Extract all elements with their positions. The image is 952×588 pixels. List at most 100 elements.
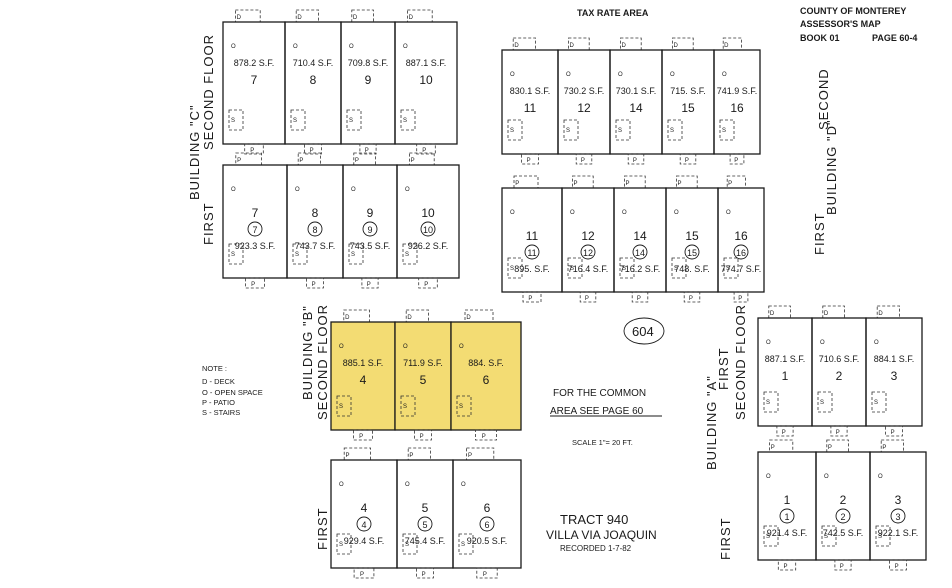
unit-square-footage: 920.5 S.F. <box>467 536 508 546</box>
building-a-label: BUILDING "A" <box>704 375 719 470</box>
unit-d2-bottom-box <box>521 153 539 165</box>
unit-number-circled: 15 <box>687 248 697 258</box>
unit-square-footage: 742.5 S.F. <box>823 528 864 538</box>
assessors-map-label: ASSESSOR'S MAP <box>800 19 881 29</box>
unit-a2-bottom-symbol: P <box>782 430 786 436</box>
unit-d1-top-symbol: P <box>573 181 577 187</box>
unit-c2-bottom-symbol: P <box>422 148 426 154</box>
map-number: 604 <box>632 324 654 339</box>
unit-d2-stairs-box <box>615 119 631 141</box>
building-a-first-lower-label: FIRST <box>718 517 733 560</box>
unit-d1-stairs-symbol: S <box>510 266 514 272</box>
unit-b2-open-symbol: O <box>459 344 464 350</box>
building-b-second-floor-label: SECOND FLOOR <box>315 304 330 420</box>
building-b-label: BUILDING "B" <box>300 305 315 400</box>
unit-square-footage: 711.9 S.F. <box>403 358 443 368</box>
unit-b1-open-symbol: O <box>405 482 410 488</box>
unit-number: 4 <box>361 501 368 515</box>
unit-number-circle <box>362 221 378 237</box>
unit-b1-stairs-symbol: S <box>339 542 343 548</box>
unit-c1-stairs-box <box>402 243 418 265</box>
building-b-first-label: FIRST <box>315 507 330 550</box>
unit-a2-top-symbol: D <box>824 311 829 317</box>
unit-c1-stairs-box <box>228 243 244 265</box>
unit-a2-top-symbol: D <box>770 311 775 317</box>
unit-c1-bottom-symbol: P <box>312 282 316 288</box>
unit-a1-stairs-box <box>875 525 891 547</box>
unit-number-circle <box>580 244 596 260</box>
unit-b1-stairs-box <box>336 533 352 555</box>
unit-square-footage: 716.2 S.F. <box>620 264 661 274</box>
unit-number-circle <box>835 508 851 524</box>
unit-number-circled: 5 <box>422 520 427 530</box>
unit-c1-7-outline <box>222 164 288 279</box>
unit-d1-open-symbol: O <box>622 210 627 216</box>
unit-d2-top-box <box>620 37 642 51</box>
unit-b1-bottom-symbol: P <box>360 572 364 578</box>
unit-c1-top-box <box>408 152 435 166</box>
unit-square-footage: 887.1 S.F. <box>406 58 447 68</box>
unit-number-circle <box>890 508 906 524</box>
unit-number: 8 <box>312 206 319 220</box>
unit-c1-stairs-box <box>292 243 308 265</box>
building-c-label: BUILDING "C" <box>187 104 202 200</box>
unit-number: 5 <box>422 501 429 515</box>
unit-d2-stairs-box <box>719 119 735 141</box>
unit-square-footage: 745.4 S.F. <box>405 536 446 546</box>
unit-b1-bottom-box <box>416 567 434 579</box>
unit-square-footage: 921.4 S.F. <box>767 528 808 538</box>
unit-square-footage: 710.4 S.F. <box>293 58 334 68</box>
note-title: NOTE : <box>202 364 227 373</box>
unit-a2-top-box <box>822 305 845 319</box>
unit-b2-bottom-symbol: P <box>420 434 424 440</box>
unit-number-circled: 7 <box>252 225 257 235</box>
unit-b1-stairs-symbol: S <box>461 542 465 548</box>
unit-number: 7 <box>251 73 258 87</box>
unit-d2-top-symbol: D <box>673 43 678 49</box>
unit-number-circle <box>632 244 648 260</box>
unit-d1-bottom-symbol: P <box>637 296 641 302</box>
unit-a1-bottom-symbol: P <box>895 564 899 570</box>
unit-c1-top-symbol: P <box>411 158 415 164</box>
unit-d2-top-symbol: D <box>569 43 574 49</box>
unit-c2-bottom-box <box>359 143 377 155</box>
unit-d2-bottom-symbol: P <box>633 158 637 164</box>
unit-number: 3 <box>891 369 898 383</box>
unit-square-footage: 887.1 S.F. <box>765 354 806 364</box>
unit-d2-top-box <box>568 37 590 51</box>
unit-a2-stairs-box <box>763 391 779 413</box>
unit-c1-stairs-symbol: S <box>405 252 409 258</box>
tract-number: TRACT 940 <box>560 512 628 527</box>
unit-d1-top-box <box>624 175 646 189</box>
unit-d1-bottom-symbol: P <box>689 296 693 302</box>
unit-a1-top-symbol: P <box>828 445 832 451</box>
tract-name: VILLA VIA JOAQUIN <box>546 528 657 542</box>
unit-d1-bottom-box <box>579 291 597 303</box>
building-c-second-floor-label: SECOND FLOOR <box>201 34 216 150</box>
unit-c1-10-outline <box>396 164 460 279</box>
unit-d1-open-symbol: O <box>726 210 731 216</box>
unit-c2-bottom-symbol: P <box>310 148 314 154</box>
unit-b2-6-outline <box>450 321 522 431</box>
unit-c1-stairs-symbol: S <box>351 252 355 258</box>
unit-b2-top-symbol: D <box>345 315 350 321</box>
unit-number: 6 <box>483 373 490 387</box>
unit-c2-stairs-symbol: S <box>293 118 297 124</box>
unit-c2-stairs-symbol: S <box>403 118 407 124</box>
unit-d2-open-symbol: O <box>618 72 623 78</box>
unit-b1-bottom-symbol: P <box>483 572 487 578</box>
unit-number-circled: 16 <box>736 248 746 258</box>
unit-b2-bottom-symbol: P <box>482 434 486 440</box>
building-a-second-floor-label: SECOND FLOOR <box>733 304 748 420</box>
unit-d2-top-symbol: D <box>514 43 519 49</box>
unit-square-footage: 710.6 S.F. <box>819 354 860 364</box>
unit-c1-bottom-symbol: P <box>424 282 428 288</box>
unit-a1-top-symbol: P <box>882 445 886 451</box>
unit-number-circled: 11 <box>527 248 536 258</box>
unit-a1-bottom-box <box>889 559 907 571</box>
unit-a1-open-symbol: O <box>824 474 829 480</box>
unit-b2-top-symbol: D <box>407 315 412 321</box>
unit-number-circled: 4 <box>361 520 366 530</box>
unit-d1-stairs-symbol: S <box>726 266 730 272</box>
